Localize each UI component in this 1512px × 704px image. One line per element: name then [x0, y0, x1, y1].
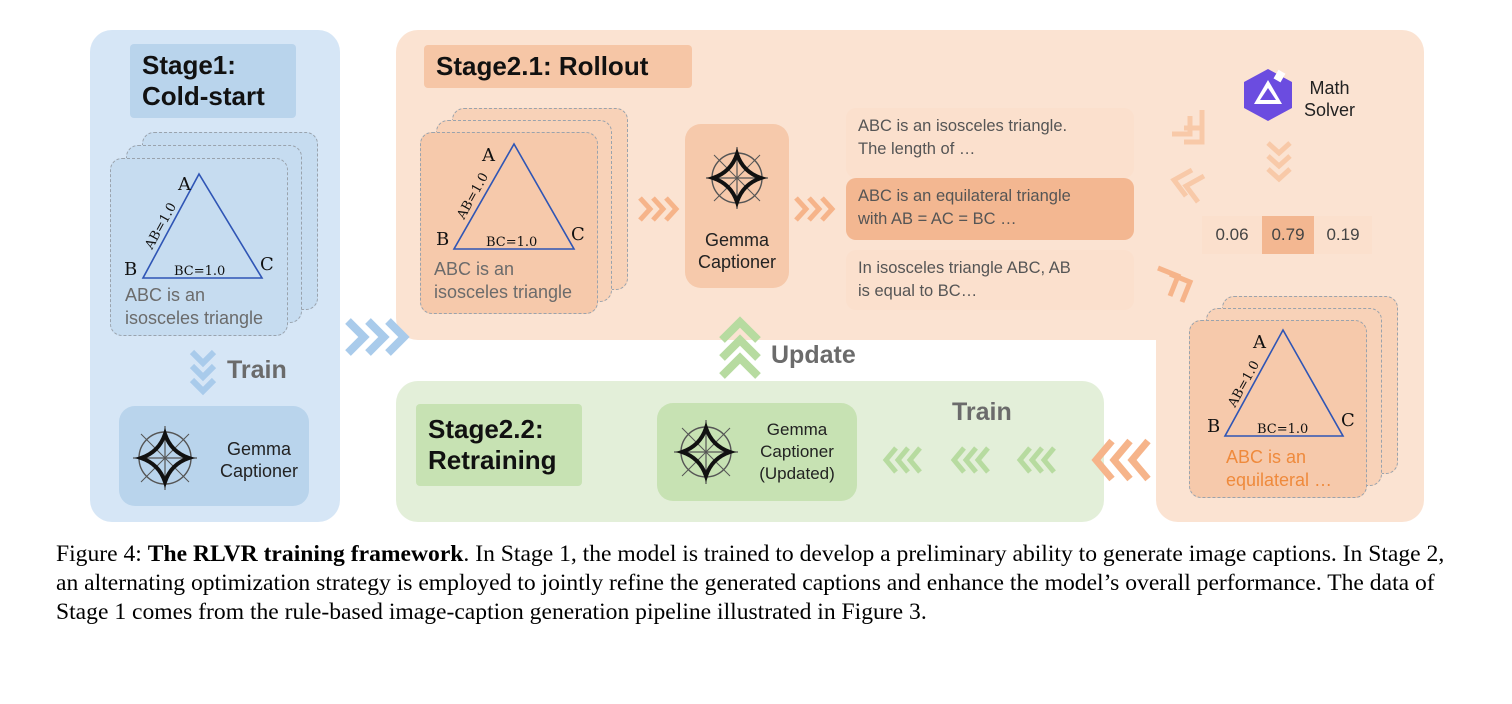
- candidate-caption-2: ABC is an equilateral triangle with AB =…: [846, 178, 1134, 240]
- captioner-label-line1: Gemma: [766, 420, 828, 439]
- figure-caption-title: The RLVR training framework: [147, 541, 464, 567]
- stage1-to-stage2-arrow-icon: [345, 318, 410, 356]
- stage1-caption: ABC is an isosceles triangle: [125, 284, 263, 330]
- stage1-captioner: Gemma Captioner: [119, 406, 309, 506]
- reward-score-2: 0.79: [1262, 216, 1314, 254]
- captioner-to-candidates-arrow-icon: [794, 196, 836, 222]
- rollout-captioner-label: Gemma Captioner: [685, 229, 789, 273]
- triangle-shape: [1223, 328, 1345, 437]
- captioner-label-line1: Gemma: [226, 439, 291, 459]
- selected-caption-line2: equilateral …: [1226, 470, 1333, 490]
- retrain-captioner-label: Gemma Captioner (Updated): [749, 419, 845, 485]
- math-solver-line2: Solver: [1304, 100, 1356, 120]
- stage1-triangle-diagram: A B C BC=1.0 AB=1.0: [124, 172, 274, 280]
- vertex-label-c: C: [260, 254, 274, 275]
- gemma-logo-icon: [133, 426, 197, 490]
- gemma-logo-icon: [674, 420, 738, 484]
- selected-caption-line1: ABC is an: [1226, 447, 1307, 467]
- rollout-card-front: [420, 132, 598, 314]
- figure-caption-label: Figure 4:: [56, 541, 148, 567]
- triangle-shape: [452, 142, 576, 250]
- solver-to-candidates-arrow-icon: [1170, 167, 1206, 204]
- rollout-triangle-diagram: A B C BC=1.0 AB=1.0: [436, 142, 585, 250]
- rollout-caption-line2: isosceles triangle: [434, 282, 573, 302]
- selected-card-front: [1189, 320, 1367, 498]
- image-to-captioner-arrow-icon: [638, 196, 680, 222]
- side-label-bc: BC=1.0: [1257, 422, 1308, 437]
- stage1-train-label: Train: [227, 356, 287, 384]
- side-label-bc: BC=1.0: [174, 264, 225, 279]
- stage1-title: Stage1: Cold-start: [130, 44, 296, 118]
- selected-triangle-diagram: A B C BC=1.0 AB=1.0: [1207, 328, 1355, 437]
- update-up-arrow-icon: [719, 316, 761, 379]
- candidates-to-selected-arrow-icon: [1157, 265, 1194, 303]
- vertex-label-b: B: [1207, 416, 1220, 437]
- vertex-label-a: A: [177, 174, 192, 195]
- candidate-1-line2: The length of …: [858, 140, 976, 158]
- stage1-down-arrow-icon: [189, 349, 217, 396]
- update-label: Update: [771, 341, 856, 369]
- stage1-caption-line1: ABC is an: [125, 285, 206, 305]
- candidate-caption-3: In isosceles triangle ABC, AB is equal t…: [846, 250, 1134, 310]
- vertex-label-b: B: [436, 229, 449, 250]
- math-solver-line1: Math: [1309, 78, 1350, 98]
- vertex-label-a: A: [1252, 332, 1267, 353]
- stage1-captioner-label: Gemma Captioner: [219, 438, 299, 482]
- candidate-1-line1: ABC is an isosceles triangle.: [858, 117, 1068, 135]
- stage1-title-line2: Cold-start: [142, 81, 265, 111]
- reward-score-1: 0.06: [1202, 216, 1262, 254]
- reward-score-3: 0.19: [1314, 216, 1372, 254]
- captioner-label-line2: Captioner: [697, 252, 777, 272]
- captioner-label-line2: Captioner: [760, 442, 834, 461]
- rollout-captioner: Gemma Captioner: [685, 124, 789, 288]
- retrain-title: Stage2.2: Retraining: [416, 404, 582, 486]
- vertex-label-a: A: [481, 145, 496, 166]
- candidates-to-solver-arrow-icon: [1172, 110, 1205, 145]
- rollout-title: Stage2.1: Rollout: [424, 45, 692, 88]
- candidate-caption-1: ABC is an isosceles triangle. The length…: [846, 108, 1134, 178]
- figure-caption: Figure 4: The RLVR training framework. I…: [56, 540, 1466, 627]
- stage1-card-front: [110, 158, 288, 336]
- rollout-caption-line1: ABC is an: [434, 259, 515, 279]
- retrain-title-line2: Retraining: [428, 445, 557, 475]
- triangle-shape: [141, 172, 264, 279]
- figure-caption-body: . In Stage 1, the model is trained to de…: [56, 541, 1445, 625]
- math-solver-logo-icon: [1244, 69, 1292, 121]
- side-label-bc: BC=1.0: [486, 235, 537, 250]
- candidate-3-line2: is equal to BC…: [858, 282, 978, 300]
- rollout-caption: ABC is an isosceles triangle: [434, 258, 572, 304]
- candidate-2-line1: ABC is an equilateral triangle: [858, 187, 1071, 205]
- candidate-3-line1: In isosceles triangle ABC, AB: [858, 259, 1071, 277]
- vertex-label-c: C: [571, 224, 585, 245]
- stage1-caption-line2: isosceles triangle: [125, 308, 264, 328]
- math-solver-label: Math Solver: [1304, 77, 1355, 121]
- retrain-title-line1: Stage2.2:: [428, 414, 544, 444]
- retrain-train-label: Train: [952, 398, 1012, 426]
- vertex-label-c: C: [1341, 410, 1355, 431]
- candidate-2-line2: with AB = AC = BC …: [858, 210, 1017, 228]
- selected-to-retrain-arrow-icon: [1091, 438, 1151, 482]
- gemma-logo-icon: [706, 147, 768, 209]
- captioner-label-line3: (Updated): [759, 464, 835, 483]
- captioner-label-line2: Captioner: [219, 461, 299, 481]
- stage1-title-line1: Stage1:: [142, 50, 236, 80]
- retrain-left-arrows-icon: [882, 446, 1056, 474]
- selected-caption: ABC is an equilateral …: [1226, 446, 1332, 492]
- vertex-label-b: B: [124, 259, 137, 280]
- captioner-label-line1: Gemma: [704, 230, 769, 250]
- retrain-captioner: Gemma Captioner (Updated): [657, 403, 857, 501]
- solver-down-arrow-icon: [1266, 141, 1292, 183]
